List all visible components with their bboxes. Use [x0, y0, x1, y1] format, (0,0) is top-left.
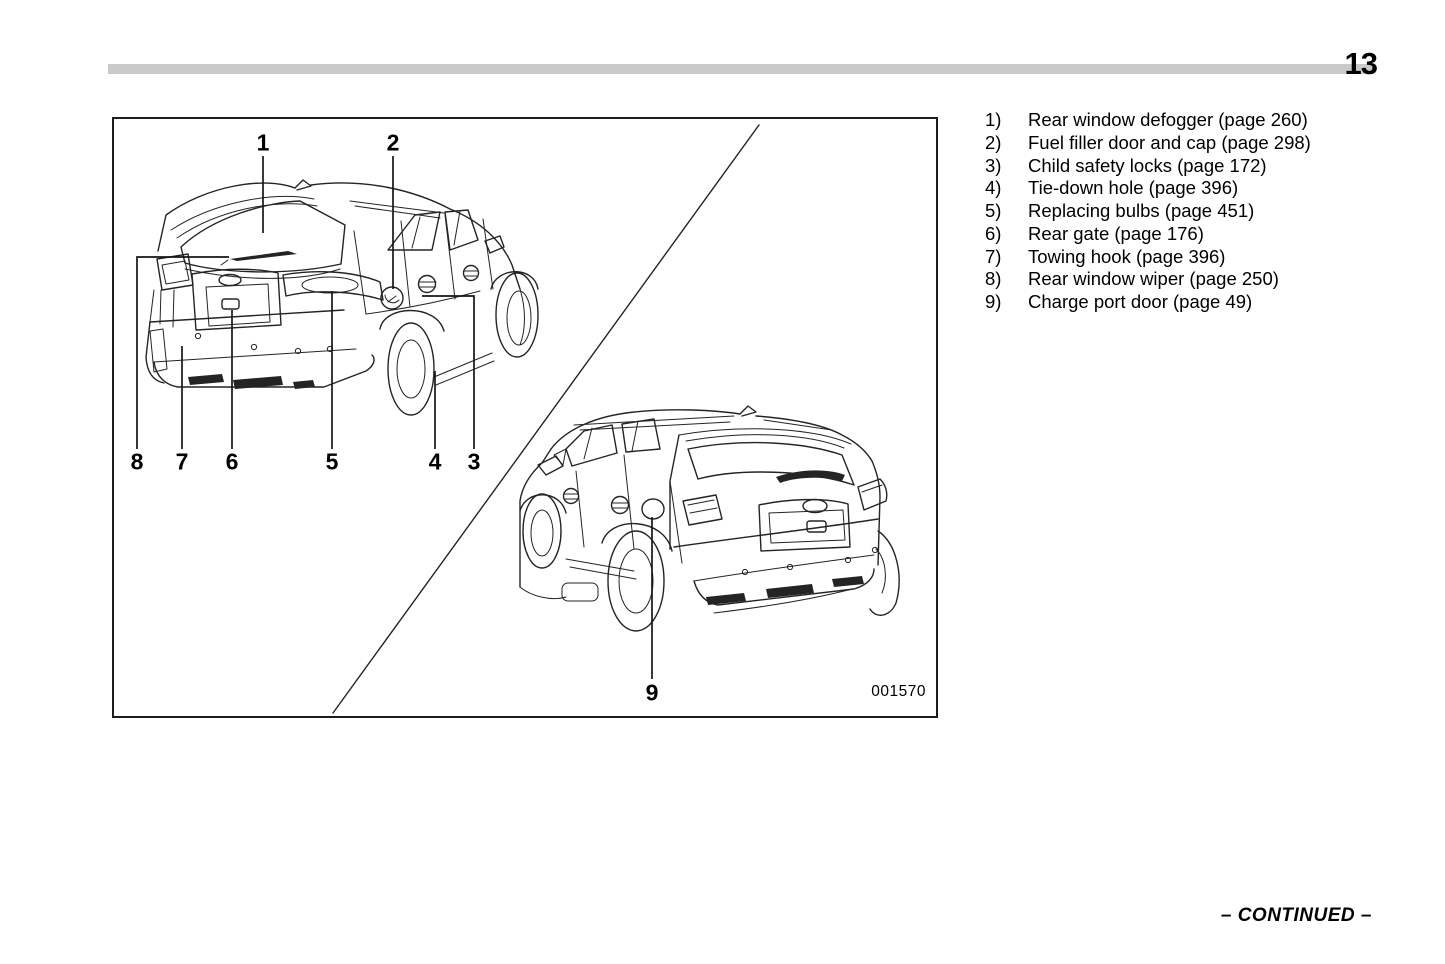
legend-item: 3) Child safety locks (page 172) — [985, 155, 1311, 178]
legend-item-label: Tie-down hole (page 396) — [1028, 177, 1239, 199]
legend-item-number: 7) — [985, 245, 1002, 267]
figure-code: 001570 — [871, 683, 926, 700]
car1-rear-view — [145, 179, 539, 416]
callout-3-child-safety-locks: 3 — [467, 448, 481, 475]
continued-label: – CONTINUED – — [1220, 905, 1372, 926]
diagonal-divider-line — [332, 124, 760, 714]
legend-item: 6) Rear gate (page 176) — [985, 223, 1311, 246]
car-line-art — [136, 124, 900, 714]
legend-item: 5) Replacing bulbs (page 451) — [985, 200, 1311, 223]
legend-item-label: Child safety locks (page 172) — [1028, 154, 1267, 176]
legend-item-label: Rear window defogger (page 260) — [1028, 109, 1308, 130]
callout-7-towing-hook: 7 — [175, 448, 189, 475]
legend-item-number: 5) — [985, 200, 1002, 221]
legend-list: 1) Rear window defogger (page 260) 2) Fu… — [985, 109, 1311, 314]
legend-item: 8) Rear window wiper (page 250) — [985, 268, 1311, 291]
legend-item-label: Towing hook (page 396) — [1028, 245, 1226, 267]
legend-item-number: 9) — [985, 291, 1002, 312]
legend-item-number: 6) — [985, 222, 1002, 244]
legend-item-number: 1) — [985, 109, 1002, 130]
callout-2-fuel-filler-door: 2 — [386, 129, 400, 156]
legend-item-label: Replacing bulbs (page 451) — [1028, 200, 1255, 221]
callout-4-tie-down-hole: 4 — [428, 448, 442, 475]
callout-leader-lines — [136, 156, 653, 679]
legend-item-number: 3) — [985, 154, 1002, 176]
car2-rear-view — [519, 405, 900, 632]
legend-item-number: 8) — [985, 268, 1002, 290]
legend-item-number: 2) — [985, 131, 1002, 153]
callout-1-rear-window-defogger: 1 — [256, 129, 270, 156]
legend-item-label: Fuel filler door and cap (page 298) — [1028, 131, 1311, 153]
page-number: 13 — [1344, 46, 1378, 81]
legend-item-label: Rear window wiper (page 250) — [1028, 268, 1279, 290]
callout-5-replacing-bulbs: 5 — [325, 448, 339, 475]
header-rule-bar — [108, 64, 1373, 74]
legend-item: 2) Fuel filler door and cap (page 298) — [985, 132, 1311, 155]
legend-item: 9) Charge port door (page 49) — [985, 291, 1311, 314]
legend-item-label: Charge port door (page 49) — [1028, 291, 1253, 312]
legend-item: 7) Towing hook (page 396) — [985, 246, 1311, 269]
legend-item: 1) Rear window defogger (page 260) — [985, 109, 1311, 132]
callout-9-charge-port-door: 9 — [645, 679, 659, 706]
legend-item: 4) Tie-down hole (page 396) — [985, 177, 1311, 200]
legend-item-label: Rear gate (page 176) — [1028, 222, 1204, 244]
callout-6-rear-gate: 6 — [225, 448, 239, 475]
callout-8-rear-window-wiper: 8 — [130, 448, 144, 475]
figure-box-rear-exterior: 1 2 3 4 5 6 7 8 9 001570 — [112, 117, 938, 718]
legend-item-number: 4) — [985, 177, 1002, 199]
